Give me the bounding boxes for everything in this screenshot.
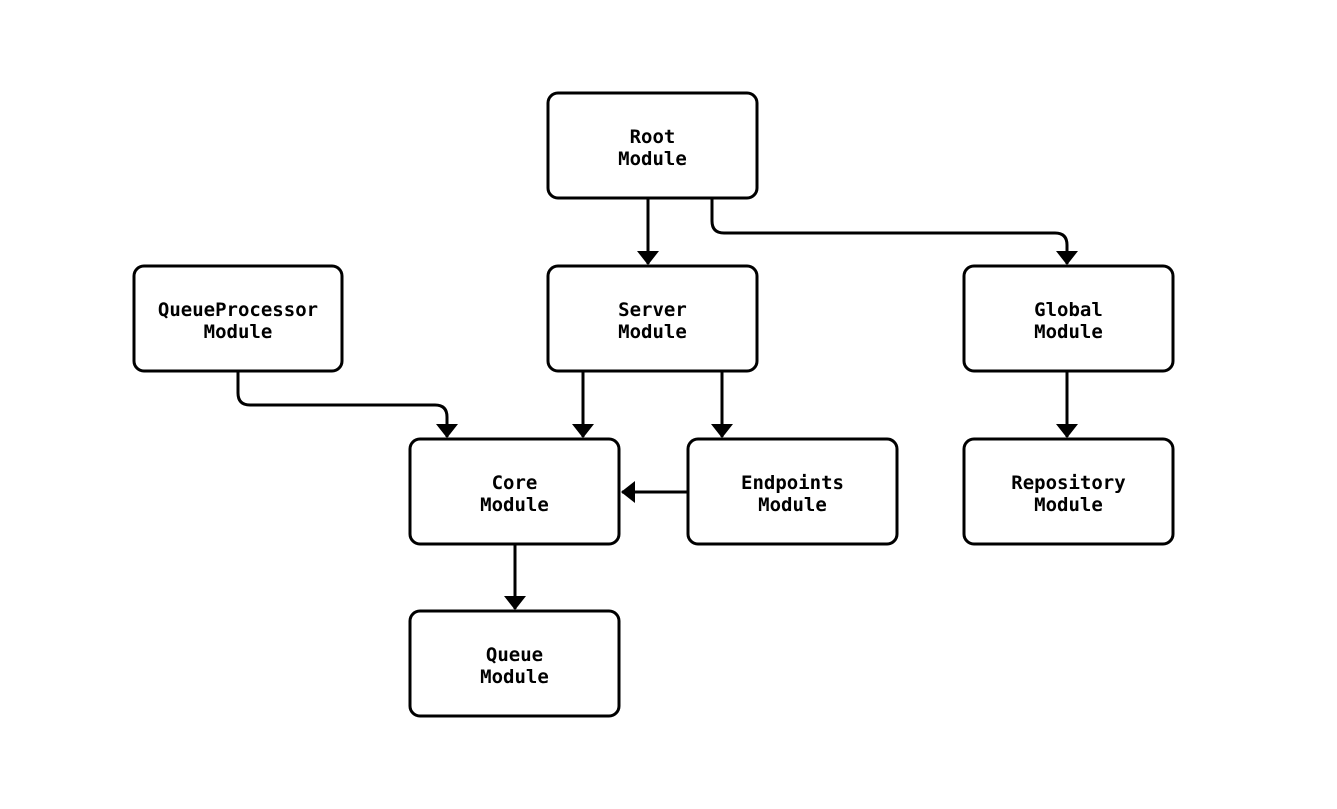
node-core-label-line1: Core [492,472,538,494]
node-global-label-line1: Global [1034,299,1103,321]
node-queue-box [408,609,621,718]
edges-layer [236,198,1078,610]
node-endpoints-label-line2: Module [758,494,827,516]
node-repository-box [962,437,1175,546]
node-root-module: Root Module [546,91,759,200]
node-global-module: Global Module [962,264,1175,373]
node-core-box [408,437,621,546]
node-server-box [546,264,759,373]
node-queueprocessor-label-line1: QueueProcessor [158,299,318,321]
node-queueprocessor-module: QueueProcessor Module [132,264,344,373]
node-endpoints-label-line1: Endpoints [741,472,844,494]
node-root-label-line2: Module [618,148,687,170]
node-queue-label-line1: Queue [486,644,543,666]
node-queueprocessor-label-line2: Module [204,321,273,343]
node-root-box [546,91,759,200]
node-repository-label-line2: Module [1034,494,1103,516]
node-server-label-line2: Module [618,321,687,343]
node-global-label-line2: Module [1034,321,1103,343]
node-endpoints-module: Endpoints Module [686,437,899,546]
node-queueprocessor-box [132,264,344,373]
node-global-box [962,264,1175,373]
node-root-label-line1: Root [630,126,676,148]
node-repository-label-line1: Repository [1011,472,1125,494]
node-server-label-line1: Server [618,299,687,321]
node-server-module: Server Module [546,264,759,373]
node-endpoints-box [686,437,899,546]
edge-queueprocessor-to-core [236,371,458,438]
edge-root-to-global [710,198,1078,265]
node-core-module: Core Module [408,437,621,546]
node-repository-module: Repository Module [962,437,1175,546]
node-queue-module: Queue Module [408,609,621,718]
node-core-label-line2: Module [480,494,549,516]
node-queue-label-line2: Module [480,666,549,688]
